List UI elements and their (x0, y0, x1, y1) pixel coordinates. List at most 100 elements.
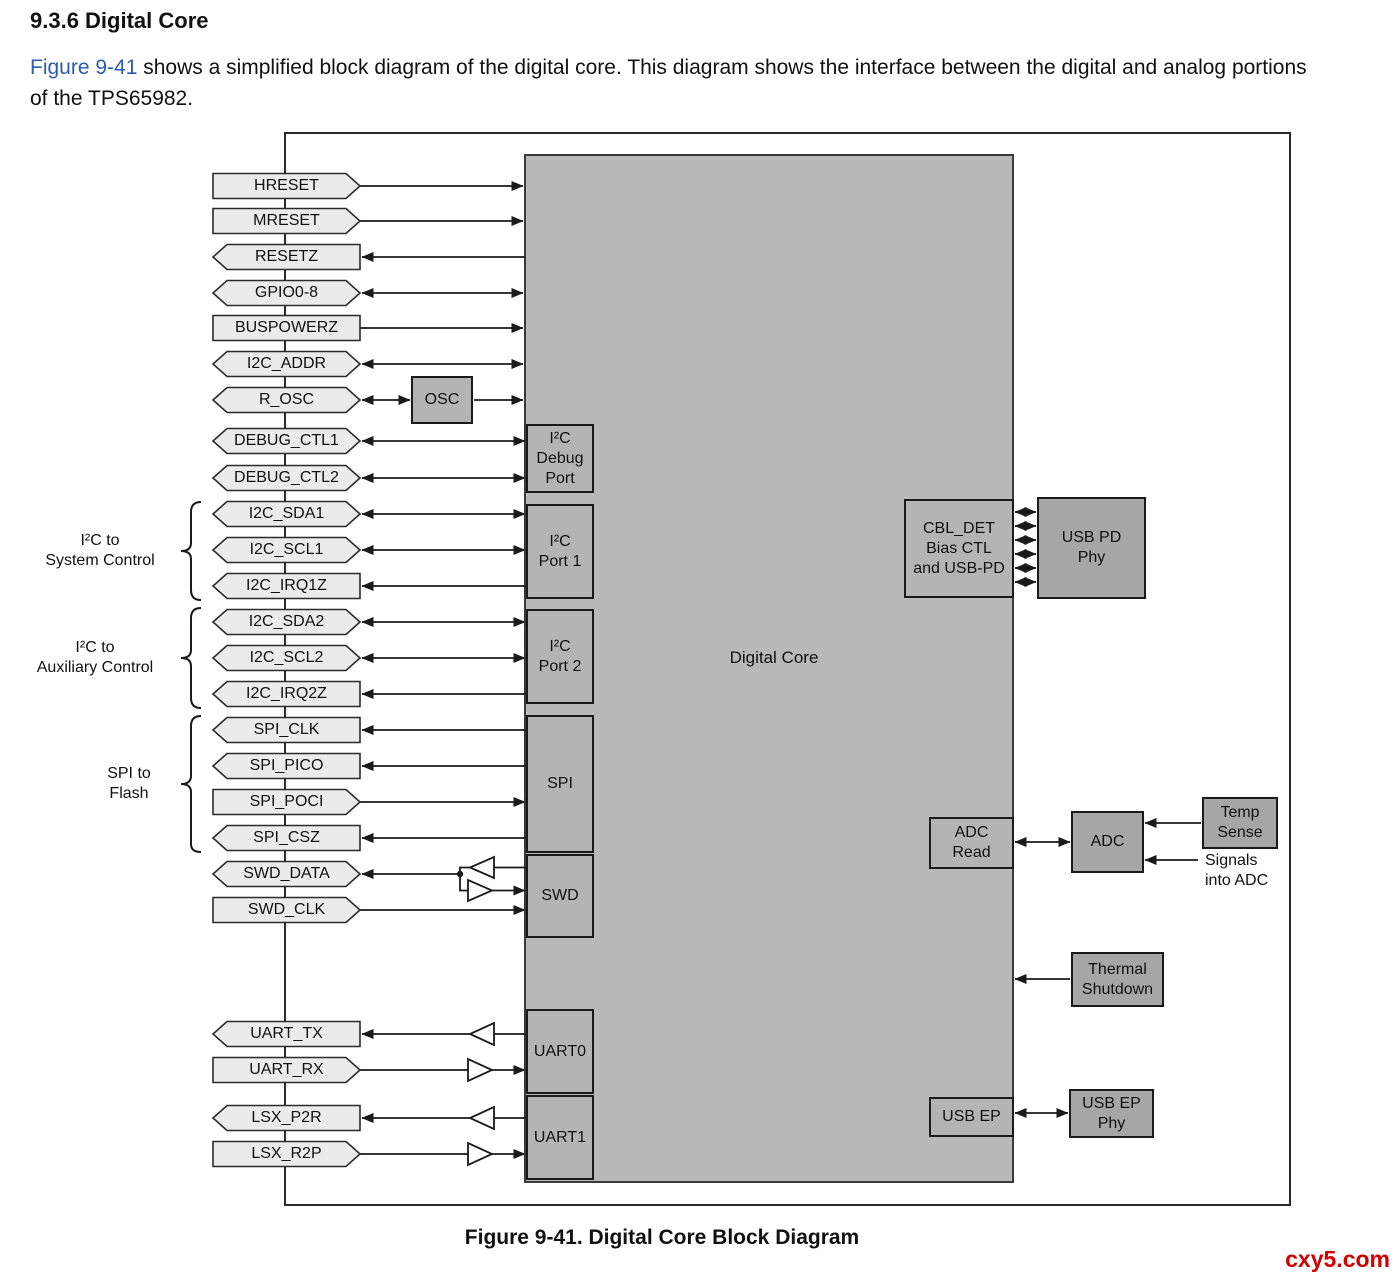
pin-shape-spi-clk (211, 716, 361, 744)
intro-paragraph: Figure 9-41 shows a simplified block dia… (30, 52, 1310, 114)
brace-spi-flash (180, 715, 202, 853)
uart1-box (526, 1095, 594, 1180)
brace-i2c-auxiliary (180, 607, 202, 709)
pin-label-mreset: MRESET (253, 212, 320, 229)
figure-caption: Figure 9-41. Digital Core Block Diagram (464, 1226, 860, 1249)
pin-label-i2c-sda1: I2C_SDA1 (248, 505, 325, 522)
section-heading: 9.3.6 Digital Core (30, 8, 209, 33)
pin-shape-lsx-r2p (212, 1140, 362, 1168)
pin-label-gpio: GPIO0-8 (254, 284, 319, 301)
lsx-r2p-buffer-icon (467, 1141, 495, 1167)
pin-shape-i2c-irq2z (211, 680, 361, 708)
pin-label-i2c-irq1z: I2C_IRQ1Z (246, 577, 327, 594)
pin-label-uart-tx: UART_TX (250, 1025, 323, 1042)
swd-box (526, 854, 594, 938)
spi-label: SPI (547, 775, 573, 792)
temp-sense-label: Temp Sense (1217, 804, 1263, 841)
intro-text: shows a simplified block diagram of the … (30, 56, 1307, 110)
cbl-det-box (904, 499, 1014, 598)
usb-ep-box (929, 1097, 1014, 1137)
adc-read-label: ADC Read (952, 824, 991, 861)
swd-label: SWD (541, 887, 579, 904)
uart-tx-buffer-icon (467, 1021, 495, 1047)
pin-shape-gpio (211, 279, 362, 307)
pin-label-spi-poci: SPI_POCI (249, 793, 324, 810)
i2c-port-1-label: I²C Port 1 (538, 532, 582, 570)
pin-label-lsx-r2p: LSX_R2P (251, 1145, 322, 1162)
pin-label-i2c-addr: I2C_ADDR (246, 355, 327, 372)
pin-label-i2c-scl1: I2C_SCL1 (249, 541, 324, 558)
pin-shapes (211, 172, 362, 1168)
pin-shape-debug-ctl1 (211, 427, 362, 455)
pin-shape-r-osc (211, 386, 362, 414)
usb-ep-label: USB EP (942, 1108, 1001, 1125)
adc-label: ADC (1090, 833, 1125, 850)
pin-label-hreset: HRESET (254, 177, 319, 194)
thermal-shutdown-box (1071, 952, 1164, 1007)
pin-shape-spi-poci (212, 788, 362, 816)
pin-shape-uart-tx (211, 1020, 361, 1048)
pin-label-debug-ctl2: DEBUG_CTL2 (234, 469, 339, 486)
pin-shape-uart-rx (212, 1056, 362, 1084)
usb-pd-phy-box (1037, 497, 1146, 599)
signals-into-adc-label: Signals into ADC (1205, 852, 1269, 889)
pin-label-debug-ctl1: DEBUG_CTL1 (234, 432, 339, 449)
group-braces (180, 501, 202, 853)
cbl-det-label: CBL_DET Bias CTL and USB-PD (913, 519, 1005, 577)
uart0-label: UART0 (533, 1042, 587, 1060)
i2c-debug-port-box (526, 424, 594, 493)
pin-shape-i2c-addr (211, 350, 362, 378)
pin-shape-spi-pico (211, 752, 361, 780)
pin-label-swd-data: SWD_DATA (243, 865, 330, 882)
pin-shape-spi-csz (211, 824, 361, 852)
pin-label-resetz: RESETZ (254, 248, 319, 265)
pin-shape-i2c-sda2 (211, 608, 362, 636)
pin-label-spi-csz: SPI_CSZ (253, 829, 320, 846)
pin-label-lsx-p2r: LSX_P2R (251, 1109, 322, 1126)
pin-label-i2c-sda2: I2C_SDA2 (248, 613, 325, 630)
i2c-port-2-label: I²C Port 2 (538, 637, 582, 675)
pin-shape-i2c-scl2 (211, 644, 362, 672)
digital-core-label: Digital Core (729, 648, 819, 667)
pin-shape-mreset (212, 207, 362, 235)
pin-shape-hreset (212, 172, 362, 200)
usb-ep-phy-label: USB EP Phy (1082, 1094, 1141, 1132)
pin-shape-i2c-sda1 (211, 500, 362, 528)
pin-label-i2c-irq2z: I2C_IRQ2Z (246, 685, 327, 702)
adc-read-box (929, 817, 1014, 869)
swd-out-buffer-icon (467, 855, 495, 880)
pin-shape-lsx-p2r (211, 1104, 361, 1132)
group-label-spi-flash: SPI to Flash (107, 765, 151, 802)
pin-shape-swd-clk (212, 896, 362, 924)
pin-label-swd-clk: SWD_CLK (247, 901, 326, 918)
uart-rx-buffer-icon (467, 1057, 495, 1083)
pin-label-uart-rx: UART_RX (249, 1061, 324, 1078)
figure-link[interactable]: Figure 9-41 (30, 56, 138, 79)
i2c-port-2-box (526, 609, 594, 704)
digital-core-box (524, 154, 1014, 1183)
i2c-port-1-box (526, 504, 594, 599)
pin-shape-i2c-scl1 (211, 536, 362, 564)
pin-shape-debug-ctl2 (211, 464, 362, 492)
group-label-i2c-auxiliary: I²C to Auxiliary Control (36, 639, 154, 676)
pin-label-spi-pico: SPI_PICO (249, 757, 324, 774)
watermark: cxy5.com (1285, 1246, 1390, 1272)
pin-shape-i2c-irq1z (211, 572, 361, 600)
temp-sense-box (1202, 797, 1278, 849)
osc-label: OSC (424, 391, 460, 408)
adc-box (1071, 811, 1144, 873)
pin-label-spi-clk: SPI_CLK (253, 721, 320, 738)
pin-label-buspowerz: BUSPOWERZ (234, 319, 339, 336)
pin-shape-swd-data (211, 860, 362, 888)
spi-box (526, 715, 594, 853)
i2c-debug-port-label: I²C Debug Port (536, 429, 584, 487)
swd-in-buffer-icon (467, 878, 495, 903)
group-label-i2c-system: I²C to System Control (45, 532, 155, 569)
core-sub-blocks (411, 376, 1014, 1180)
usb-pd-phy-label: USB PD Phy (1061, 529, 1122, 566)
pin-shape-buspowerz (212, 314, 361, 342)
pin-label-r-osc: R_OSC (258, 391, 315, 408)
buffer-triangles (467, 855, 495, 1167)
